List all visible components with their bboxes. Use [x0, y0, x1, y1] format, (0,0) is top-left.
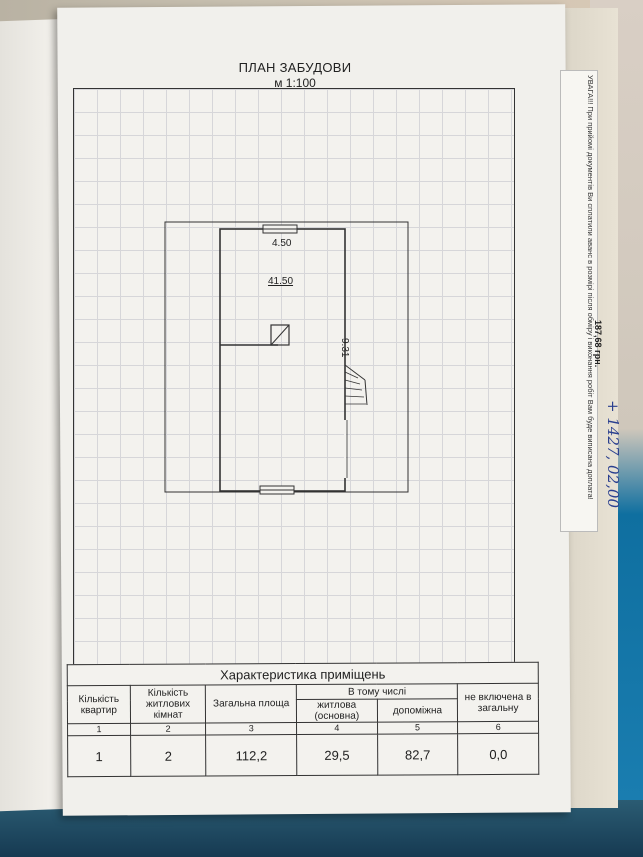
value-apartments: 1 — [67, 735, 131, 777]
sticker-notice: УВАГА!!! При прийомі документів Ви сплат… — [586, 75, 595, 500]
lot-boundary — [164, 221, 409, 493]
column-number: 3 — [205, 722, 297, 736]
header-not-included: не включена в загальну — [457, 683, 539, 722]
dimension-length: 9.31 — [339, 338, 350, 358]
value-living: 29,5 — [296, 734, 378, 776]
column-number: 6 — [457, 721, 539, 734]
room-characteristics-table: Характеристика приміщень Кількість кварт… — [66, 661, 540, 778]
sticker-amount-wrap: 187,68 грн. — [589, 320, 605, 390]
header-rooms: Кількість житлових кімнат — [130, 685, 206, 724]
sticker-amount: 187,68 грн. — [593, 320, 603, 368]
header-living: житлова (основна) — [296, 699, 378, 723]
value-rooms: 2 — [130, 735, 207, 777]
table-title: Характеристика приміщень — [67, 662, 539, 686]
header-total-area: Загальна площа — [205, 684, 297, 724]
column-number: 5 — [377, 721, 458, 735]
payment-sticker: УВАГА!!! При прийомі документів Ви сплат… — [560, 70, 598, 532]
plan-scale: м 1:100 — [274, 76, 316, 90]
column-number: 2 — [130, 723, 207, 736]
value-total-area: 112,2 — [206, 734, 297, 777]
value-not-included: 0,0 — [457, 733, 539, 775]
value-auxiliary: 82,7 — [377, 733, 459, 776]
handwritten-note-wrap: + 1427, 02,00 — [604, 400, 624, 520]
header-auxiliary: допоміжна — [377, 698, 458, 723]
column-number: 4 — [296, 722, 378, 735]
building-outline — [219, 228, 346, 492]
handwritten-note: + 1427, 02,00 — [604, 400, 622, 508]
header-apartments: Кількість квартир — [67, 685, 131, 724]
staircase — [344, 364, 368, 406]
dimension-area: 41.50 — [268, 276, 293, 287]
dimension-width: 4.50 — [272, 238, 292, 249]
header-including: В тому числі — [296, 683, 458, 700]
chimney-symbol — [270, 324, 290, 346]
column-number: 1 — [67, 723, 131, 736]
graph-paper-area — [73, 88, 515, 665]
plan-title: ПЛАН ЗАБУДОВИ — [238, 60, 352, 75]
